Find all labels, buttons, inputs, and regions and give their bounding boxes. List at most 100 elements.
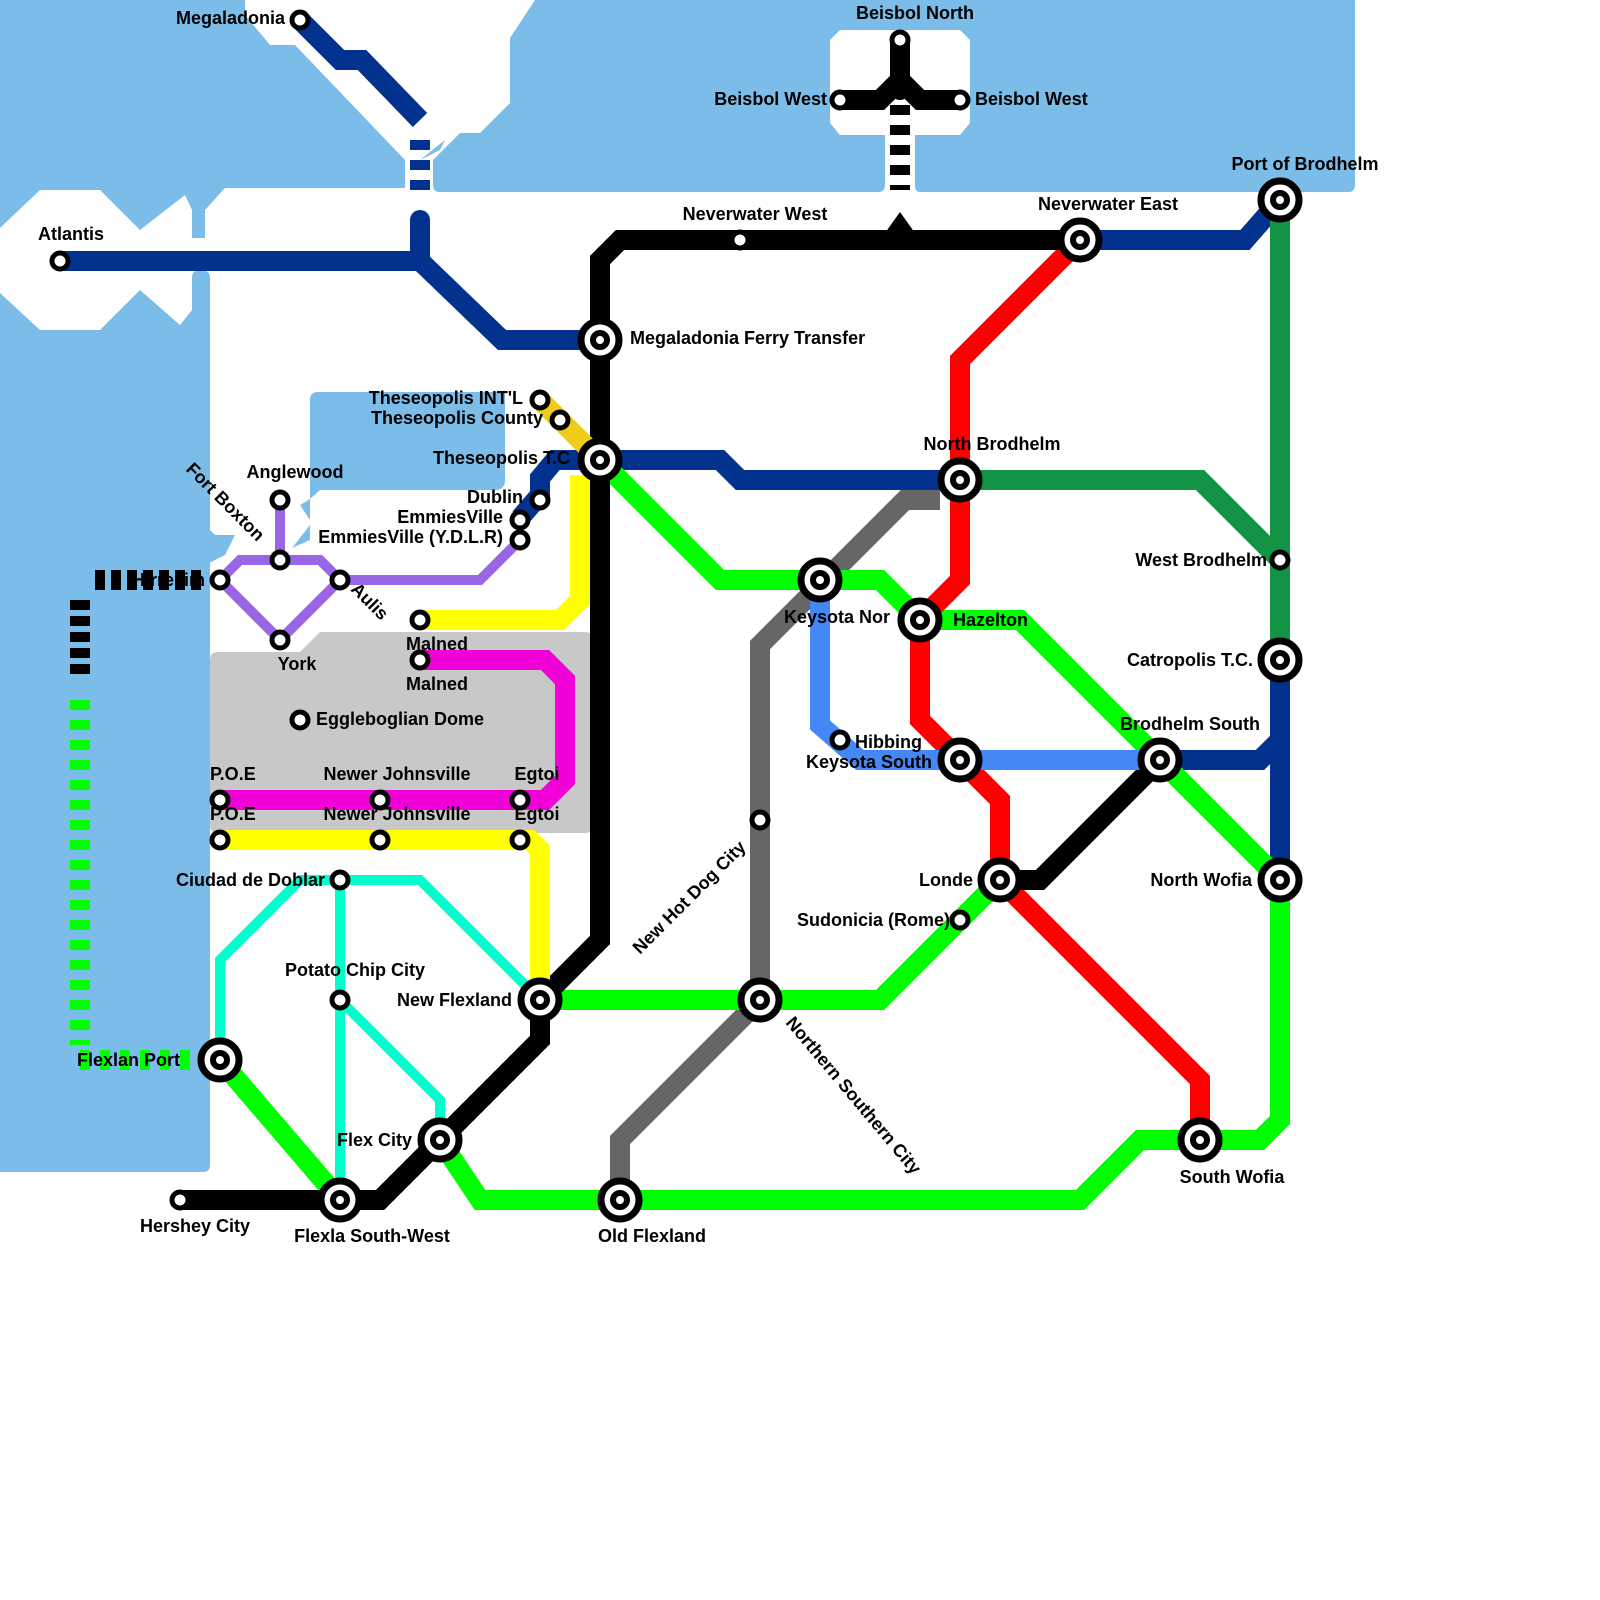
label-newer-johnsville-2[interactable]: Newer Johnsville <box>323 804 470 824</box>
label-flexlan-port[interactable]: Flexlan Port <box>77 1050 180 1070</box>
station-north-wofia[interactable] <box>1257 857 1303 903</box>
station-egtoi[interactable] <box>509 829 531 851</box>
label-theseopolis-county[interactable]: Theseopolis County <box>371 408 543 428</box>
station-p-o-e[interactable] <box>209 829 231 851</box>
station-beisbol-west[interactable] <box>949 89 971 111</box>
label-keysota-north[interactable]: Keysota Nor <box>784 607 890 627</box>
station-anglewood[interactable] <box>269 489 291 511</box>
label-neverwater-east[interactable]: Neverwater East <box>1038 194 1178 214</box>
station-beisbol-north[interactable] <box>889 29 911 51</box>
station-keysota-south[interactable] <box>937 737 983 783</box>
station-flexlan-port[interactable] <box>197 1037 243 1083</box>
station-sudonicia-rome[interactable] <box>949 909 971 931</box>
label-megaladonia[interactable]: Megaladonia <box>176 8 286 28</box>
label-north-wofia[interactable]: North Wofia <box>1150 870 1253 890</box>
station-aulis[interactable] <box>329 569 351 591</box>
label-new-flexland[interactable]: New Flexland <box>397 990 512 1010</box>
station-hershey-city[interactable] <box>169 1189 191 1211</box>
station-theseopolis-t-c[interactable] <box>577 437 623 483</box>
station-londe[interactable] <box>977 857 1023 903</box>
station-potato-chip-city[interactable] <box>329 989 351 1011</box>
station-atlantis[interactable] <box>49 250 71 272</box>
station-fort-boxton[interactable] <box>269 549 291 571</box>
station-beisbol-west[interactable] <box>829 89 851 111</box>
station-hirrekim[interactable] <box>209 569 231 591</box>
station-catropolis-t-c[interactable] <box>1257 637 1303 683</box>
label-londe[interactable]: Londe <box>919 870 973 890</box>
station-brodhelm-south[interactable] <box>1137 737 1183 783</box>
station-north-brodhelm[interactable] <box>937 457 983 503</box>
label-new-hot-dog-city[interactable]: New Hot Dog City <box>629 837 750 958</box>
station-new-hot-dog-city[interactable] <box>749 809 771 831</box>
station-emmiesville[interactable] <box>509 509 531 531</box>
station-megaladonia-ferry-transfer[interactable] <box>577 317 623 363</box>
station-south-wofia[interactable] <box>1177 1117 1223 1163</box>
label-old-flexland[interactable]: Old Flexland <box>598 1226 706 1246</box>
label-megaladonia-ferry[interactable]: Megaladonia Ferry Transfer <box>630 328 865 348</box>
label-theseopolis-intl[interactable]: Theseopolis INT'L <box>369 388 523 408</box>
station-port-of-brodhelm[interactable] <box>1257 177 1303 223</box>
station-malned[interactable] <box>409 609 431 631</box>
station-emmiesville-y-d-l-r[interactable] <box>509 529 531 551</box>
station-newer-johnsville[interactable] <box>369 789 391 811</box>
station-eggleboglian-dome[interactable] <box>289 709 311 731</box>
station-theseopolis-int-l[interactable] <box>529 389 551 411</box>
label-poe-2[interactable]: P.O.E <box>210 804 256 824</box>
label-south-wofia[interactable]: South Wofia <box>1180 1167 1286 1187</box>
label-potato-chip-city[interactable]: Potato Chip City <box>285 960 425 980</box>
label-emmiesville-ydlr[interactable]: EmmiesVille (Y.D.L.R) <box>318 527 503 547</box>
label-port-of-brodhelm[interactable]: Port of Brodhelm <box>1232 154 1379 174</box>
label-malned-1[interactable]: Malned <box>406 634 468 654</box>
station-dublin[interactable] <box>529 489 551 511</box>
label-sudonicia[interactable]: Sudonicia (Rome) <box>797 910 950 930</box>
station-flex-city[interactable] <box>417 1117 463 1163</box>
label-egtoi-2[interactable]: Egtoi <box>515 804 560 824</box>
label-atlantis[interactable]: Atlantis <box>38 224 104 244</box>
label-hazelton[interactable]: Hazelton <box>953 610 1028 630</box>
label-emmiesville[interactable]: EmmiesVille <box>397 507 503 527</box>
station-northern-southern-city[interactable] <box>737 977 783 1023</box>
station-megaladonia[interactable] <box>289 9 311 31</box>
label-beisbol-north[interactable]: Beisbol North <box>856 3 974 23</box>
station-old-flexland[interactable] <box>597 1177 643 1223</box>
label-anglewood[interactable]: Anglewood <box>247 462 344 482</box>
label-north-brodhelm[interactable]: North Brodhelm <box>924 434 1061 454</box>
station-hazelton[interactable] <box>897 597 943 643</box>
station-york[interactable] <box>269 629 291 651</box>
label-dublin[interactable]: Dublin <box>467 487 523 507</box>
label-catropolis[interactable]: Catropolis T.C. <box>1127 650 1253 670</box>
station-west-brodhelm[interactable] <box>1269 549 1291 571</box>
label-beisbol-west-right[interactable]: Beisbol West <box>975 89 1088 109</box>
station-p-o-e[interactable] <box>209 789 231 811</box>
label-egtoi-1[interactable]: Egtoi <box>515 764 560 784</box>
station-neverwater-west[interactable] <box>729 229 751 251</box>
station-ciudad-de-doblar[interactable] <box>329 869 351 891</box>
station-newer-johnsville[interactable] <box>369 829 391 851</box>
label-hershey-city[interactable]: Hershey City <box>140 1216 250 1236</box>
label-beisbol-west-left[interactable]: Beisbol West <box>714 89 827 109</box>
label-poe-1[interactable]: P.O.E <box>210 764 256 784</box>
label-theseopolis-tc[interactable]: Theseopolis T.C <box>433 448 570 468</box>
label-brodhelm-south[interactable]: Brodhelm South <box>1120 714 1260 734</box>
label-neverwater-west[interactable]: Neverwater West <box>683 204 828 224</box>
label-newer-johnsville-1[interactable]: Newer Johnsville <box>323 764 470 784</box>
station-theseopolis-county[interactable] <box>549 409 571 431</box>
label-york[interactable]: York <box>278 654 318 674</box>
station-malned[interactable] <box>409 649 431 671</box>
label-hibbing[interactable]: Hibbing <box>855 732 922 752</box>
label-northern-southern-city[interactable]: Northern Southern City <box>782 1013 925 1178</box>
station-flexla-south-west[interactable] <box>317 1177 363 1223</box>
label-flexla-south-west[interactable]: Flexla South-West <box>294 1226 450 1246</box>
station-egtoi[interactable] <box>509 789 531 811</box>
label-aulis[interactable]: Aulis <box>347 579 392 624</box>
station-keysota-north[interactable] <box>797 557 843 603</box>
label-flex-city[interactable]: Flex City <box>337 1130 412 1150</box>
label-hirrekim[interactable]: Hirrekim <box>132 570 205 590</box>
label-keysota-south[interactable]: Keysota South <box>806 752 932 772</box>
label-ciudad-de-doblar[interactable]: Ciudad de Doblar <box>176 870 325 890</box>
station-new-flexland[interactable] <box>517 977 563 1023</box>
label-eggleboglian-dome[interactable]: Eggleboglian Dome <box>316 709 484 729</box>
station-hibbing[interactable] <box>829 729 851 751</box>
label-malned-2[interactable]: Malned <box>406 674 468 694</box>
label-west-brodhelm[interactable]: West Brodhelm <box>1135 550 1267 570</box>
